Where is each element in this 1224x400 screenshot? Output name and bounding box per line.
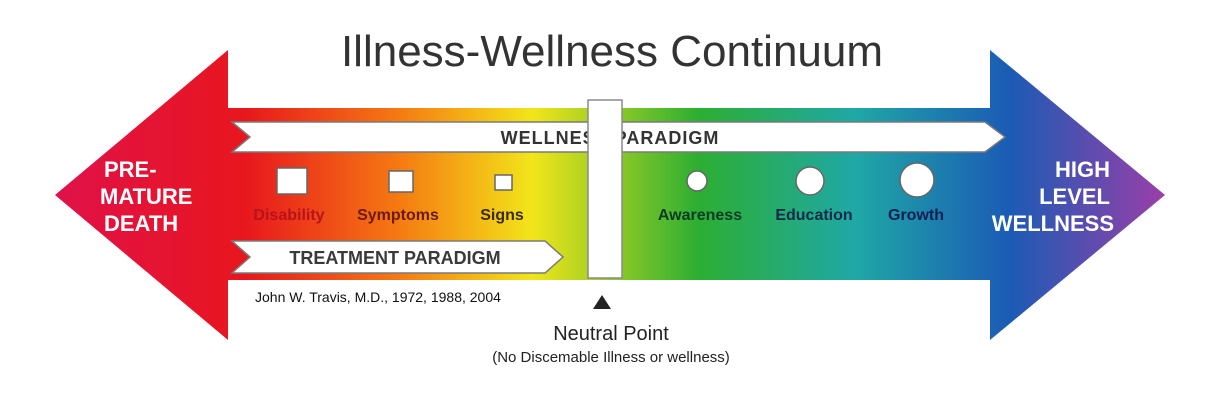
signs-square-icon: [494, 174, 513, 191]
left-end-line-1: PRE-: [104, 157, 157, 182]
awareness-circle-icon: [686, 170, 708, 192]
education-circle-icon: [795, 166, 825, 196]
right-end-line-1: HIGH: [1055, 157, 1110, 182]
diagram-title: Illness-Wellness Continuum: [341, 27, 883, 76]
illness-stage-symptoms: Symptoms: [357, 207, 439, 224]
treatment-paradigm-label: TREATMENT PARADIGM: [289, 248, 500, 268]
illness-stage-disability: Disability: [253, 207, 324, 224]
credit-text: John W. Travis, M.D., 1972, 1988, 2004: [255, 289, 501, 305]
neutral-point-sublabel: (No Discemable Illness or wellness): [492, 349, 730, 366]
illness-stage-signs: Signs: [480, 207, 524, 224]
right-end-line-2: LEVEL: [1039, 184, 1110, 209]
neutral-point-pillar: [587, 99, 623, 279]
disability-square-icon: [276, 167, 308, 195]
left-end-line-3: DEATH: [104, 211, 178, 236]
left-end-line-2: MATURE: [100, 184, 192, 209]
growth-circle-icon: [899, 162, 935, 198]
symptoms-square-icon: [388, 170, 414, 193]
wellness-stage-awareness: Awareness: [658, 207, 742, 224]
neutral-point-triangle-icon: [593, 295, 611, 309]
treatment-paradigm-banner: [230, 240, 565, 274]
wellness-stage-education: Education: [775, 207, 852, 224]
neutral-point-label: Neutral Point: [553, 323, 669, 345]
wellness-stage-growth: Growth: [888, 207, 944, 224]
right-end-line-3: WELLNESS: [992, 211, 1114, 236]
